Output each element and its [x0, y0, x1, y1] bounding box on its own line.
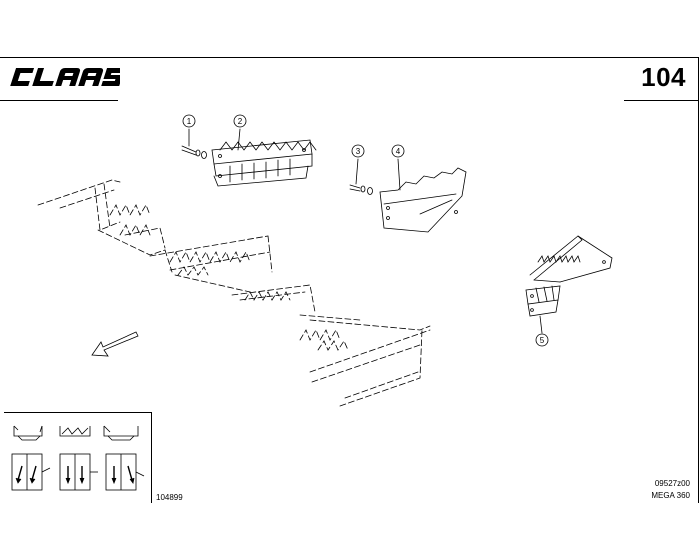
drawing-frame — [0, 57, 699, 503]
direction-arrow — [91, 331, 139, 357]
ghost-assembly — [37, 179, 431, 407]
part-5-tine-bracket — [525, 235, 613, 317]
orientation-inset-drawing — [11, 425, 145, 491]
tine-profile-3 — [103, 425, 139, 441]
drawing-number: 104899 — [156, 493, 183, 502]
orientation-inset — [4, 412, 152, 503]
callout-1 — [182, 114, 196, 128]
mounting-view-2 — [59, 453, 98, 491]
part-1-bolt — [181, 145, 207, 159]
mounting-view-3 — [105, 453, 145, 491]
part-4-stepped-plate — [379, 167, 467, 233]
part-3-bolt — [349, 184, 373, 195]
callout-label-1: 1 — [187, 117, 192, 126]
tine-profile-2 — [59, 426, 91, 437]
callout-label-5: 5 — [540, 336, 545, 345]
callout-label-4: 4 — [396, 147, 401, 156]
mounting-view-1 — [11, 453, 51, 491]
part-2-tine-bar — [211, 139, 317, 187]
model-name: MEGA 360 — [651, 491, 690, 500]
tine-profile-1 — [13, 425, 43, 441]
page-number: 104 — [641, 62, 686, 92]
claas-logo — [10, 68, 120, 86]
callout-5 — [535, 333, 549, 347]
callout-2 — [233, 114, 247, 128]
parts-diagram: 1 2 3 4 5 — [37, 114, 613, 407]
header-rule-left — [0, 100, 118, 102]
callout-label-2: 2 — [238, 117, 243, 126]
callout-3 — [351, 144, 365, 158]
reference-code: 09527z00 — [654, 479, 690, 488]
callout-4 — [391, 144, 405, 158]
header-rule-right — [624, 100, 699, 102]
callout-label-3: 3 — [356, 147, 361, 156]
